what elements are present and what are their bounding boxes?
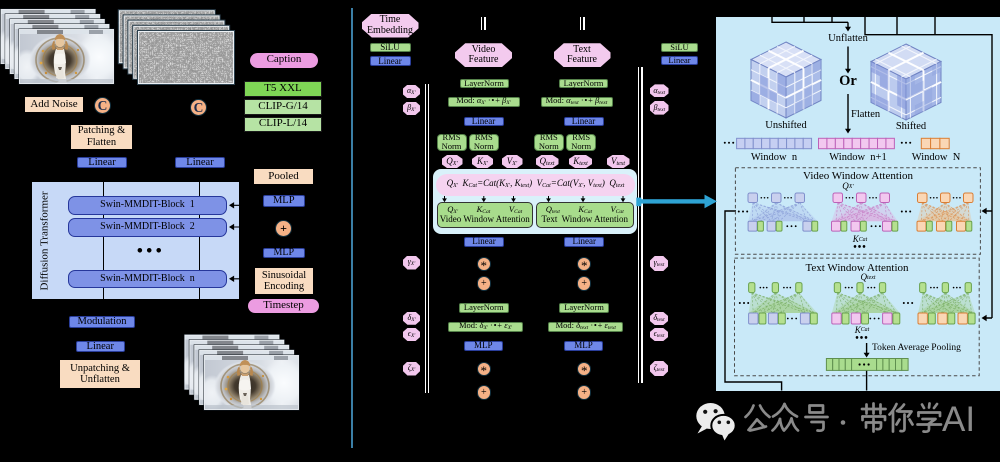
svg-text:AI: AI xyxy=(942,400,975,439)
